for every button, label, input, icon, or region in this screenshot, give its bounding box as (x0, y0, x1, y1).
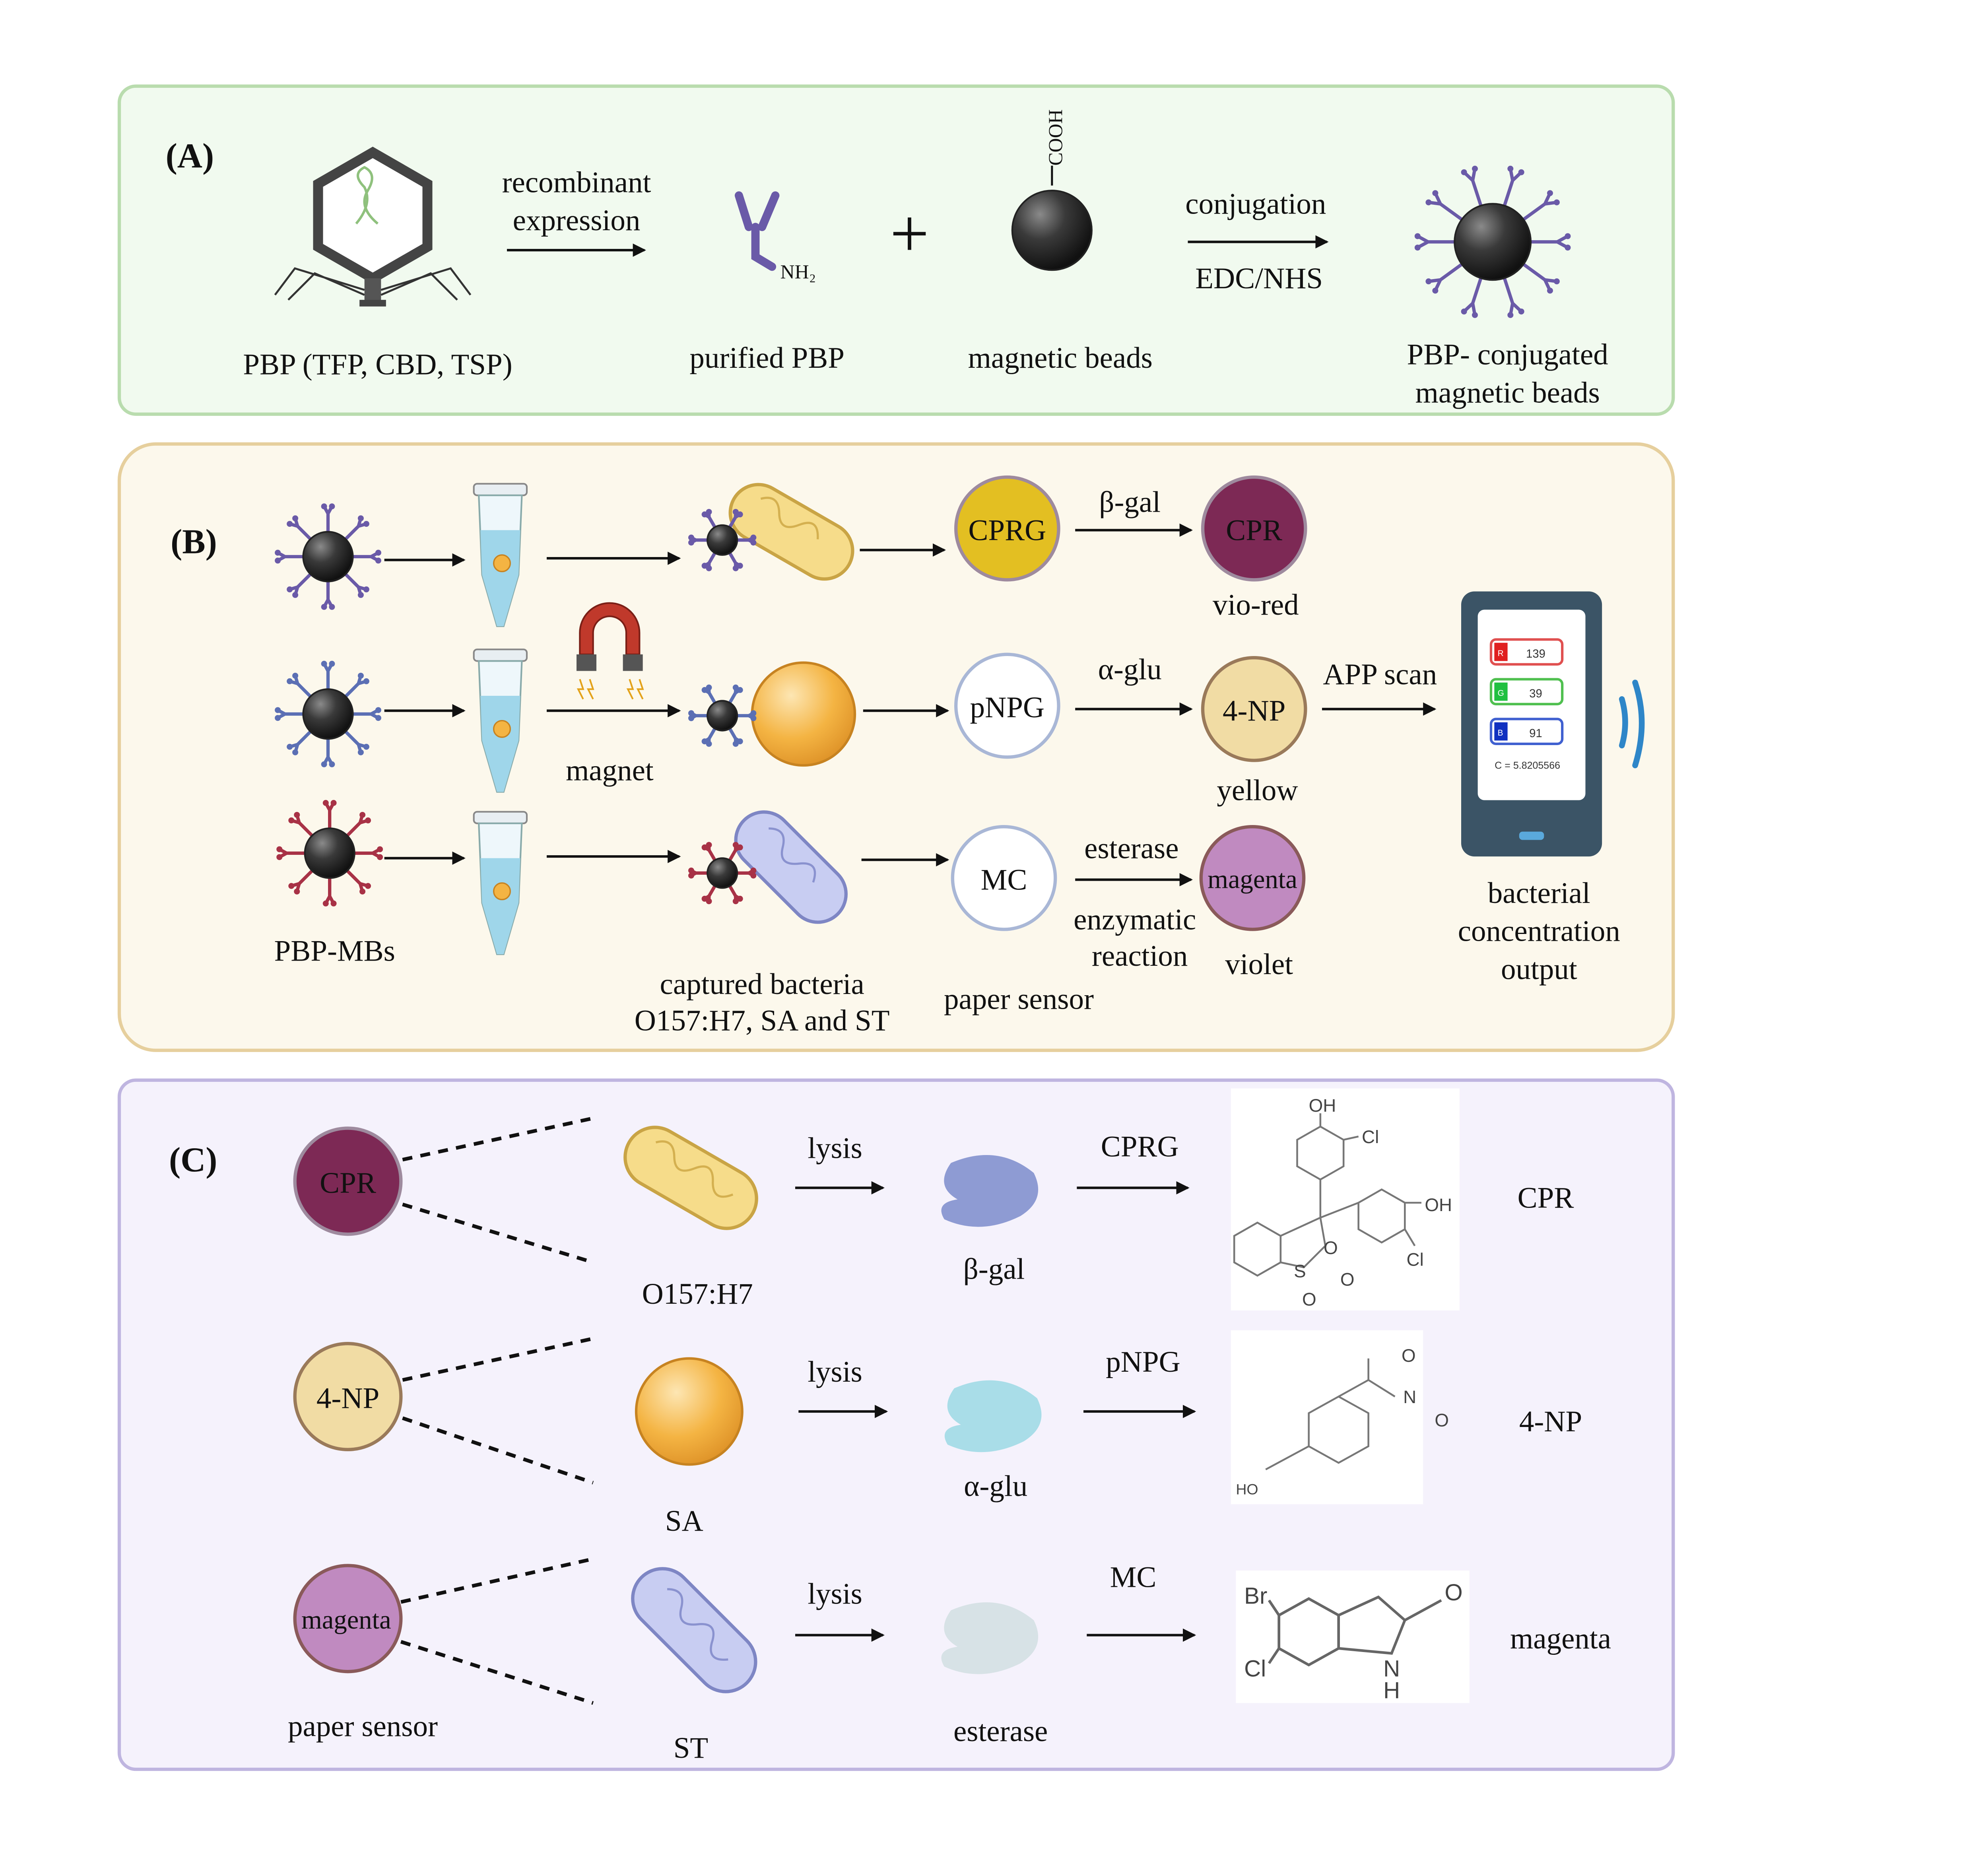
output-caption-2: concentration (1458, 915, 1620, 948)
panel-c: (C) CPR O157:H7 lysis β-gal CPRG OH (119, 1080, 1673, 1769)
cpr-product-label: CPR (1226, 514, 1282, 547)
arrow2-top-label: conjugation (1185, 188, 1326, 221)
mc-label-c: MC (1110, 1561, 1157, 1594)
st-caption: ST (674, 1732, 709, 1765)
captured-caption-2: O157:H7, SA and ST (635, 1004, 890, 1037)
panel-a: (A) PBP (TFP, CBD, TSP) recombinant expr… (119, 86, 1673, 414)
cpr-dot-c-label: CPR (320, 1167, 376, 1200)
chem-br: Br (1244, 1583, 1267, 1609)
chem-nh: H (1383, 1677, 1400, 1703)
phone-row-b-value: 91 (1529, 727, 1542, 740)
esterase-caption: esterase (953, 1715, 1048, 1748)
phone-row-b: B 91 (1491, 719, 1562, 744)
o157-caption: O157:H7 (642, 1277, 753, 1310)
4np-structure: N O O HO (1231, 1330, 1449, 1505)
bgal-caption: β-gal (963, 1253, 1025, 1286)
chem-o1-4np: O (1402, 1345, 1416, 1366)
chem-n: N (1403, 1387, 1416, 1407)
nh2-label: NH₂ (780, 260, 816, 283)
phone-row-r-value: 139 (1526, 648, 1545, 660)
phone-row-g: G 39 (1491, 679, 1562, 704)
magnetic-bead-icon (1012, 190, 1092, 270)
captured-caption-1: captured bacteria (660, 968, 864, 1001)
output-caption-1: bacterial (1488, 877, 1590, 910)
enzyme-aglu-label-b: α-glu (1098, 653, 1162, 686)
phone-row-b-tag: B (1498, 728, 1503, 738)
paper-sensor-caption-b: paper sensor (944, 983, 1094, 1016)
magenta-product-label: magenta (1208, 865, 1297, 894)
purified-pbp-caption: purified PBP (689, 342, 845, 375)
cprg-label-c: CPRG (1101, 1130, 1179, 1163)
cprg-substrate-label: CPRG (968, 514, 1046, 547)
reaction-caption-2: reaction (1092, 940, 1188, 973)
panel-a-label: (A) (166, 136, 214, 175)
violet-caption: violet (1225, 948, 1293, 981)
magenta-dot-c-label: magenta (301, 1606, 391, 1635)
chem-o-mag: O (1444, 1580, 1462, 1606)
sa-bacterium-icon (636, 1359, 742, 1465)
conjugated-caption-1: PBP- conjugated (1407, 338, 1608, 371)
cooh-label: COOH (1044, 109, 1066, 166)
chem-cl1: Cl (1362, 1127, 1379, 1147)
pbp-mbs-caption: PBP-MBs (274, 935, 395, 968)
enzyme-esterase-label-b: esterase (1084, 832, 1178, 865)
magnetic-beads-caption: magnetic beads (968, 342, 1152, 375)
chem-cl2: Cl (1406, 1249, 1423, 1270)
phone-row-r: R 139 (1491, 639, 1562, 664)
chem-ho: HO (1236, 1481, 1258, 1497)
lysis-label-3: lysis (808, 1577, 862, 1610)
yellow-caption: yellow (1217, 774, 1298, 807)
pnpg-label-c: pNPG (1106, 1345, 1180, 1378)
phone-row-g-value: 39 (1529, 687, 1542, 700)
paper-sensor-caption-c: paper sensor (288, 1710, 438, 1743)
lysis-label-1: lysis (808, 1132, 862, 1165)
panel-c-label: (C) (169, 1140, 217, 1179)
conjugated-caption-2: magnetic beads (1415, 376, 1600, 409)
arrow2-bottom-label: EDC/NHS (1195, 262, 1323, 295)
chem-o2: O (1340, 1269, 1355, 1289)
chem-o2-4np: O (1435, 1410, 1449, 1430)
chem-oh2: OH (1425, 1195, 1452, 1215)
arrow1-top-label: recombinant (502, 166, 651, 199)
chem-oh1: OH (1309, 1095, 1336, 1116)
panel-b: (B) PBP-MBs magnet (119, 444, 1673, 1050)
mc-substrate-label: MC (981, 864, 1027, 897)
cpr-structure: OH Cl OH Cl O S O O (1231, 1089, 1460, 1310)
4np-product-label: 4-NP (1223, 694, 1285, 727)
plus-sign: + (890, 195, 929, 272)
4np-dot-c-label: 4-NP (316, 1382, 379, 1415)
enzyme-bgal-label-b: β-gal (1099, 486, 1161, 519)
phone-formula: C = 5.8205566 (1495, 760, 1560, 771)
chem-o3: O (1302, 1289, 1316, 1309)
phage-caption: PBP (TFP, CBD, TSP) (243, 348, 512, 381)
cpr-product-caption-c: CPR (1518, 1182, 1574, 1215)
app-scan-label: APP scan (1323, 658, 1437, 691)
chem-cl-mag: Cl (1244, 1656, 1266, 1682)
magenta-structure: Br Cl N H O (1236, 1571, 1470, 1703)
chem-s: S (1294, 1261, 1306, 1281)
chem-o: O (1324, 1238, 1338, 1258)
aglu-caption: α-glu (964, 1470, 1027, 1503)
4np-product-caption-c: 4-NP (1519, 1405, 1582, 1438)
vio-red-caption: vio-red (1213, 588, 1299, 621)
sa-caption: SA (665, 1505, 703, 1538)
reaction-caption-1: enzymatic (1074, 903, 1196, 936)
magenta-product-caption-c: magenta (1510, 1622, 1611, 1655)
smartphone-icon: R 139 G 39 B 91 C = 5.8205566 (1461, 592, 1602, 857)
output-caption-3: output (1501, 953, 1577, 986)
panel-b-label: (B) (171, 522, 217, 561)
magnet-caption: magnet (566, 754, 654, 787)
phone-row-g-tag: G (1498, 689, 1504, 698)
pnpg-substrate-label: pNPG (970, 691, 1045, 724)
phone-row-r-tag: R (1498, 649, 1504, 658)
arrow1-bottom-label: expression (513, 204, 641, 237)
lysis-label-2: lysis (808, 1355, 862, 1388)
